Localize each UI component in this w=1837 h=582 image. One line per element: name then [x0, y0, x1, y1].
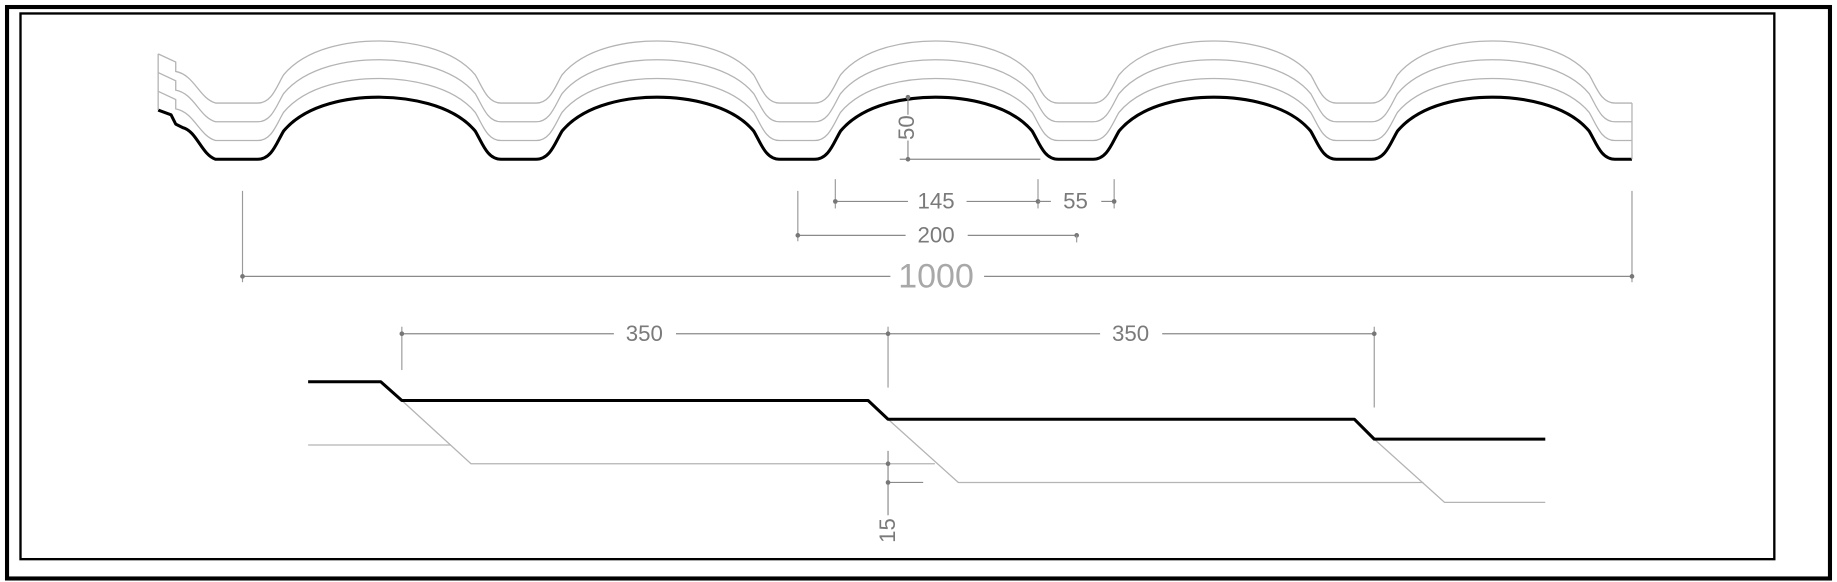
wave-profile [157, 40, 1633, 161]
dimension-wave-height: 50 [894, 94, 1041, 162]
tile-overlap-line [157, 40, 1632, 104]
dimension-crest-width: 145 [832, 188, 1041, 213]
tile-overlap-line [157, 77, 1632, 142]
tile-overlap-line [157, 59, 1632, 123]
step-height-label: 15 [875, 518, 900, 543]
trough-width-label: 55 [1063, 188, 1088, 213]
side-profile: 350 350 15 [308, 321, 1546, 543]
tile-profile-line [157, 95, 1632, 161]
outer-frame [4, 4, 1833, 581]
dimension-total-width: 1000 [240, 258, 1635, 296]
dimension-step-height: 15 [875, 450, 924, 543]
dimension-pitch: 200 [795, 222, 1080, 247]
wave-height-label: 50 [894, 115, 919, 140]
inner-frame [19, 12, 1776, 561]
step-length-1-label: 350 [626, 321, 663, 346]
crest-width-label: 145 [918, 188, 955, 213]
pitch-label: 200 [918, 222, 955, 247]
total-width-label: 1000 [898, 258, 974, 296]
dimension-trough-width: 55 [1037, 188, 1117, 213]
step-length-2-label: 350 [1112, 321, 1149, 346]
